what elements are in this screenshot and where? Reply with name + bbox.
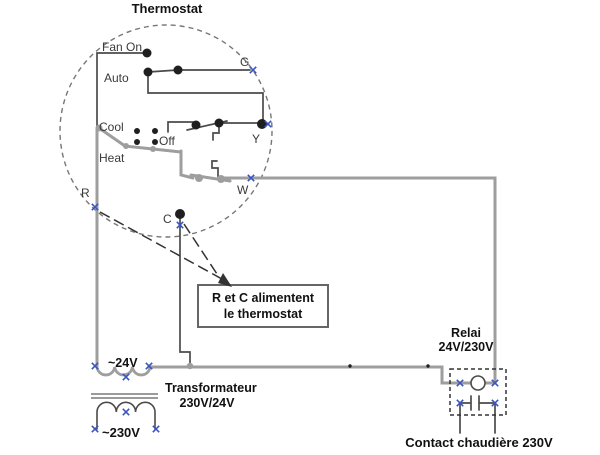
gray-contact-dots [95, 124, 225, 370]
terminal-x-icon [456, 399, 464, 407]
cool-switch-dot [191, 120, 201, 130]
relay-coil-icon [470, 375, 486, 391]
terminal-label-w: W [237, 183, 249, 197]
terminal-x-icon [491, 399, 499, 407]
cool-switch-dot [214, 118, 224, 128]
heat-switch-dot [195, 174, 203, 182]
heat-riser [179, 149, 195, 180]
terminal-x-icon [122, 408, 130, 416]
leader-from-r [99, 211, 223, 280]
terminal-label-c: C [163, 212, 172, 226]
mode-cool-contact-dot [134, 128, 140, 134]
anticipator-hook-top [212, 125, 220, 141]
mode-label-auto: Auto [104, 71, 129, 85]
relay-ratio-label: 24V/230V [439, 340, 495, 354]
transformer-primary-coil [96, 401, 156, 430]
annotation-box [197, 284, 329, 328]
terminal-x-icon [91, 362, 99, 370]
terminal-x-icon-g [249, 66, 257, 74]
leader-arrowhead-icon [218, 273, 232, 287]
c-terminal-dot [175, 209, 185, 219]
terminal-x-icon-y [264, 120, 272, 128]
secondary-to-relay-wire [147, 365, 472, 385]
fan-switch-pole-dot [143, 67, 153, 77]
wire-tick [348, 364, 352, 368]
annotation-line2: le thermostat [224, 307, 303, 321]
terminal-x-icon [491, 379, 499, 387]
transformer-core [91, 393, 158, 399]
fan-switch-blade [147, 69, 179, 73]
c-junction-dot [186, 362, 194, 370]
terminal-x-icon [122, 373, 130, 381]
fan-auto-to-y-wire [147, 72, 264, 124]
terminal-label-g: G [240, 55, 249, 69]
mode-label-cool: Cool [99, 120, 124, 134]
mode-off-contact-dot [152, 139, 158, 145]
terminal-label-y: Y [252, 132, 260, 146]
terminal-label-r: R [81, 186, 90, 200]
leader-from-c [183, 223, 220, 278]
gray-wires [95, 126, 497, 385]
mode-blade-dot [123, 143, 129, 149]
thermostat-boundary-circle [59, 24, 273, 238]
boiler-contact-label: Contact chaudière 230V [405, 435, 553, 450]
wire-tick [426, 364, 430, 368]
boiler-contact-wiring [459, 395, 496, 434]
transformer-ratio-label: 230V/24V [180, 396, 236, 410]
diagram-title: Thermostat [132, 1, 203, 16]
transformer-name-label: Transformateur [165, 381, 257, 395]
anticipator-hook-bottom [211, 160, 219, 178]
dark-wires [96, 52, 496, 434]
mode-cool-contact-dot [152, 128, 158, 134]
terminal-x-icon-c [176, 221, 184, 229]
terminal-x-icons [91, 66, 499, 433]
dark-contact-dots [134, 48, 430, 368]
terminal-x-icon [456, 379, 464, 387]
mode-blade-dot [150, 146, 156, 152]
mode-label-off: Off [159, 134, 175, 148]
terminal-x-icon [145, 362, 153, 370]
annotation-leaders [99, 211, 223, 280]
relay-name-label: Relai [451, 326, 481, 340]
c-wire [179, 214, 191, 364]
fan-on-feed-wire [96, 52, 147, 130]
cool-feed-step [167, 121, 194, 133]
primary-voltage-label: ~230V [102, 425, 140, 440]
r-heat-junction-dot [95, 124, 103, 132]
terminal-x-icon-r [91, 203, 99, 211]
mode-label-heat: Heat [99, 151, 125, 165]
secondary-voltage-label: ~24V [108, 356, 138, 370]
terminal-x-icon [91, 425, 99, 433]
w-wire [218, 176, 497, 385]
annotation-line1: R et C alimentent [212, 291, 315, 305]
heat-switch-dot [217, 175, 225, 183]
mode-off-contact-dot [134, 139, 140, 145]
terminal-x-icon [152, 425, 160, 433]
terminal-x-icon-w [247, 174, 255, 182]
mode-label-fan-on: Fan On [102, 40, 142, 54]
fan-on-contact-dot [142, 48, 152, 58]
relay-dashed-box [449, 368, 507, 416]
fan-switch-contact-dot [173, 65, 183, 75]
